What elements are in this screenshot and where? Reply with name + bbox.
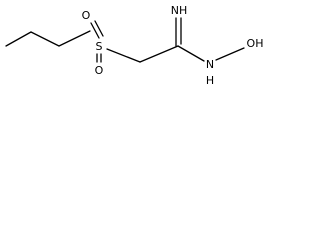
bond-c3-s [58,30,91,47]
bond-s-ch2 [106,48,141,63]
atom-label-hydroxyl: OH [247,37,264,50]
bond-s-o-top-a [90,22,100,39]
atom-label-oxygen-top: O [82,9,91,22]
bond-c1-c2 [5,31,32,47]
bond-s-o-top-b [94,20,104,37]
atom-label-oxygen-bottom: O [95,64,104,77]
atom-label-hydroxylamine-h: H [206,74,214,87]
atom-label-hydroxylamine: N [206,58,214,71]
structural-formula: S O O NH N H OH [5,4,264,87]
bond-n-o [215,47,245,61]
atom-label-imine: NH [171,4,188,17]
bond-ch2-c [139,45,179,63]
bond-c2-c3 [30,31,60,47]
atom-label-sulfur: S [96,40,103,53]
bond-c-n [177,45,205,62]
